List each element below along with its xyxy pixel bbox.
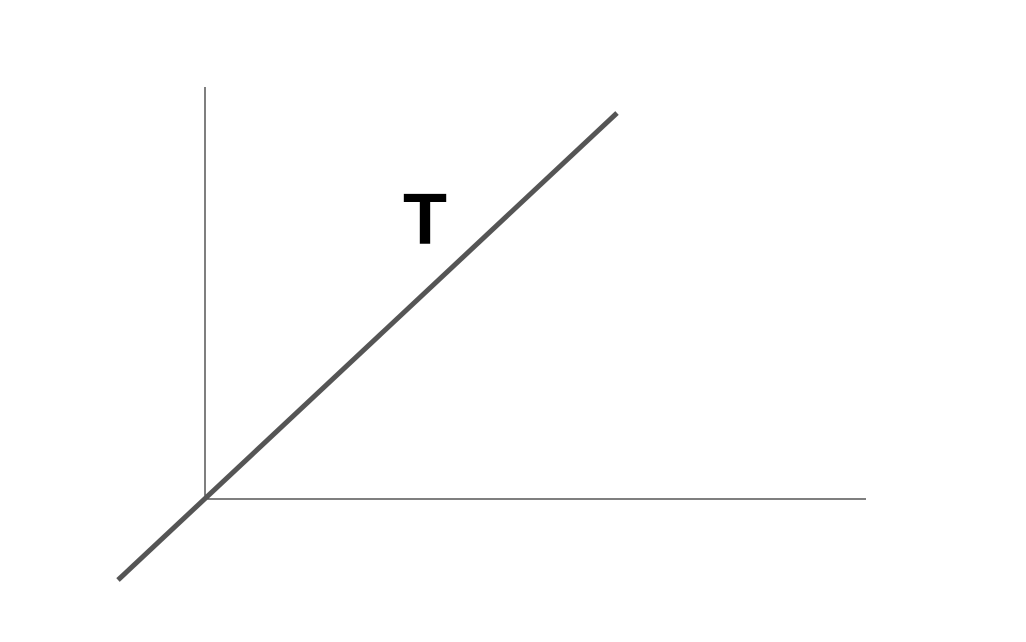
diagonal-line — [116, 111, 619, 582]
line-label: T — [403, 180, 447, 260]
